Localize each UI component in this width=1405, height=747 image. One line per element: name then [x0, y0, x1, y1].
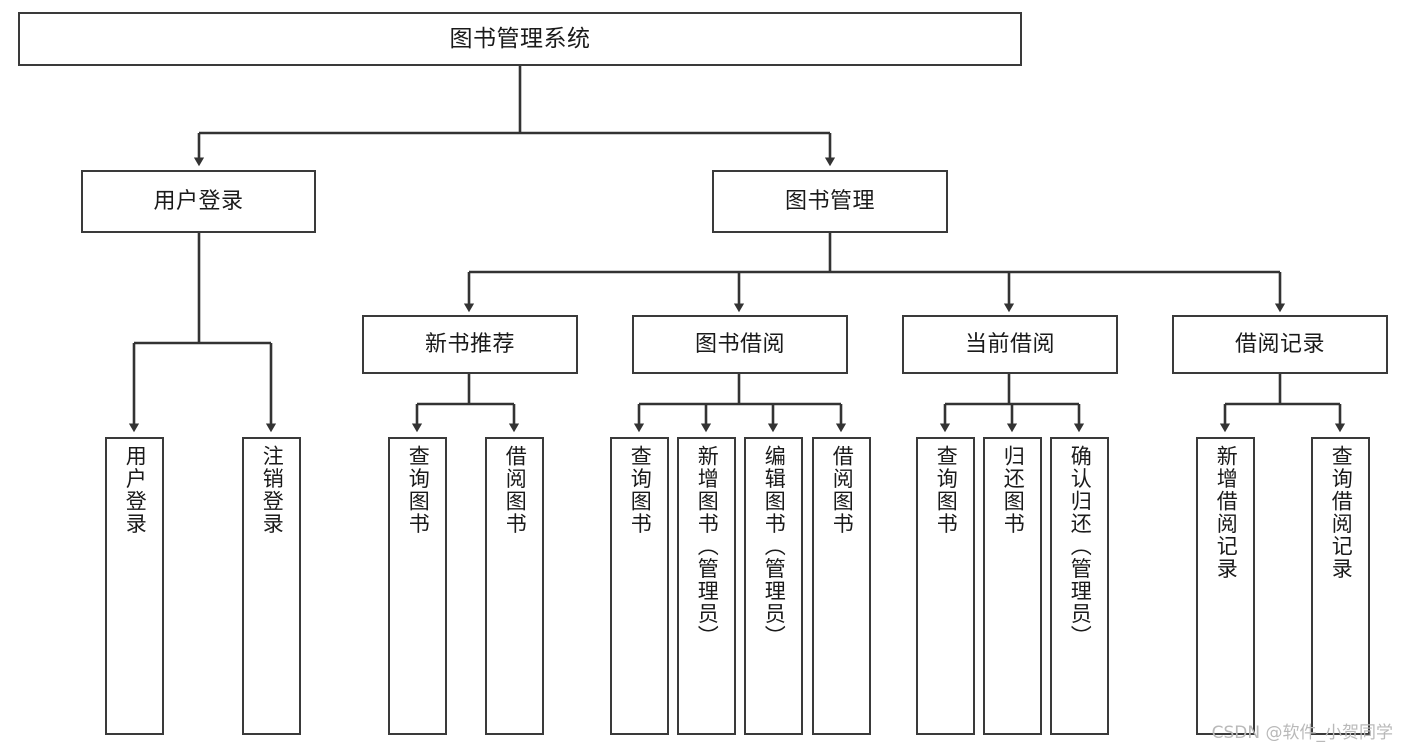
node-leaf-add-book-admin[interactable]: 新增图书（管理员）	[677, 437, 736, 735]
node-label: 新增图书（管理员）	[695, 445, 720, 648]
node-label: 查询图书	[628, 445, 653, 535]
node-leaf-logout[interactable]: 注销登录	[242, 437, 301, 735]
node-current-borrow[interactable]: 当前借阅	[902, 315, 1118, 374]
node-leaf-add-borrow-record[interactable]: 新增借阅记录	[1196, 437, 1255, 735]
node-new-book-recommend[interactable]: 新书推荐	[362, 315, 578, 374]
node-label: 图书借阅	[694, 331, 785, 357]
node-label: 用户登录	[123, 445, 148, 535]
node-label: 用户登录	[153, 188, 244, 214]
node-label: 确认归还（管理员）	[1068, 445, 1093, 648]
node-label: 当前借阅	[964, 331, 1055, 357]
node-label: 借阅图书	[503, 445, 528, 535]
node-label: 编辑图书（管理员）	[762, 445, 787, 648]
node-label: 借阅图书	[830, 445, 855, 535]
node-label: 图书管理	[784, 188, 875, 214]
node-leaf-query-book-current[interactable]: 查询图书	[916, 437, 975, 735]
node-book-borrow[interactable]: 图书借阅	[632, 315, 848, 374]
node-root-book-management-system[interactable]: 图书管理系统	[18, 12, 1022, 66]
node-label: 新增借阅记录	[1214, 445, 1239, 580]
node-label: 图书管理系统	[449, 25, 591, 52]
node-label: 注销登录	[260, 445, 285, 535]
node-leaf-borrow-book-recommend[interactable]: 借阅图书	[485, 437, 544, 735]
node-leaf-query-borrow-record[interactable]: 查询借阅记录	[1311, 437, 1370, 735]
node-book-management[interactable]: 图书管理	[712, 170, 948, 233]
node-label: 借阅记录	[1234, 331, 1325, 357]
node-leaf-return-book[interactable]: 归还图书	[983, 437, 1042, 735]
node-label: 查询图书	[934, 445, 959, 535]
node-leaf-borrow-book[interactable]: 借阅图书	[812, 437, 871, 735]
node-leaf-query-book-recommend[interactable]: 查询图书	[388, 437, 447, 735]
node-borrow-record[interactable]: 借阅记录	[1172, 315, 1388, 374]
node-label: 新书推荐	[424, 331, 515, 357]
node-user-login[interactable]: 用户登录	[81, 170, 316, 233]
node-leaf-query-book-borrow[interactable]: 查询图书	[610, 437, 669, 735]
node-leaf-confirm-return-admin[interactable]: 确认归还（管理员）	[1050, 437, 1109, 735]
node-label: 归还图书	[1001, 445, 1026, 535]
node-leaf-edit-book-admin[interactable]: 编辑图书（管理员）	[744, 437, 803, 735]
watermark: CSDN @软件_小贺同学	[1211, 723, 1393, 743]
node-label: 查询借阅记录	[1329, 445, 1354, 580]
node-leaf-user-login[interactable]: 用户登录	[105, 437, 164, 735]
node-label: 查询图书	[406, 445, 431, 535]
